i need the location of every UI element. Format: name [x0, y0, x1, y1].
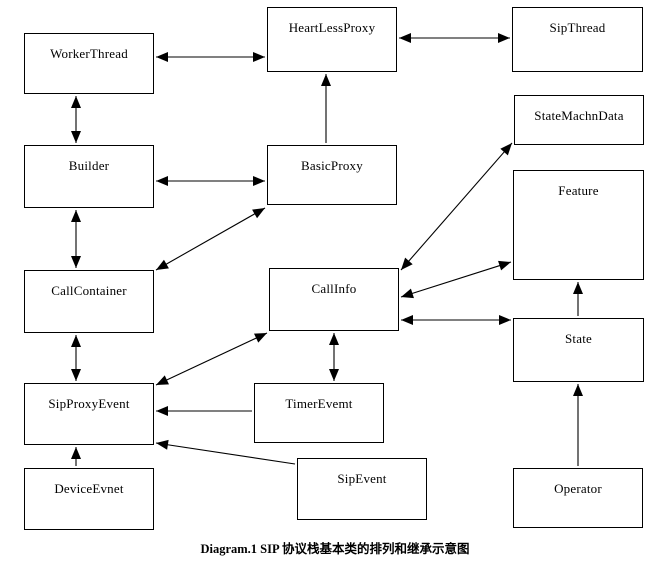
node-worker-thread[interactable]: WorkerThread [24, 33, 154, 94]
node-call-container[interactable]: CallContainer [24, 270, 154, 333]
node-label: WorkerThread [50, 46, 128, 61]
arrowhead [71, 369, 81, 381]
node-sip-thread[interactable]: SipThread [512, 7, 643, 72]
edge-line [155, 332, 268, 386]
edge-line [400, 142, 513, 271]
node-sip-event[interactable]: SipEvent [297, 458, 427, 520]
edge-basic-proxy-to-heartless-proxy [321, 74, 331, 143]
arrowhead [156, 259, 169, 270]
edge-worker-thread-to-heartless-proxy [156, 52, 265, 62]
edge-sip-proxy-event-to-call-info [155, 332, 268, 386]
node-label: Feature [558, 183, 599, 198]
arrowhead [321, 74, 331, 86]
edge-call-info-to-state-machn-data [400, 142, 513, 271]
node-timer-evemt[interactable]: TimerEvemt [254, 383, 384, 443]
arrowhead [499, 315, 511, 325]
node-basic-proxy[interactable]: BasicProxy [267, 145, 397, 205]
node-label: CallContainer [51, 283, 127, 298]
edge-line [155, 207, 266, 271]
arrowhead [156, 52, 168, 62]
arrowhead [329, 369, 339, 381]
arrowhead [254, 333, 267, 343]
arrowhead [71, 210, 81, 222]
node-sip-proxy-event[interactable]: SipProxyEvent [24, 383, 154, 445]
node-state-machn-data[interactable]: StateMachnData [514, 95, 644, 145]
node-label: SipProxyEvent [48, 396, 130, 411]
arrowhead [71, 131, 81, 143]
node-label: SipThread [549, 20, 606, 35]
node-label: Builder [68, 158, 110, 173]
node-device-evnet[interactable]: DeviceEvnet [24, 468, 154, 530]
arrowhead [156, 406, 168, 416]
node-label: BasicProxy [301, 158, 363, 173]
edge-heartless-proxy-to-sip-thread [399, 33, 510, 43]
arrowhead [71, 335, 81, 347]
arrowhead [500, 143, 512, 156]
edge-device-evnet-to-sip-proxy-event [71, 447, 81, 466]
arrowhead [156, 375, 169, 385]
edge-call-info-to-timer-evemt [329, 333, 339, 381]
arrowhead [401, 315, 413, 325]
arrowhead [498, 260, 511, 271]
arrowhead [71, 96, 81, 108]
arrowhead [156, 439, 169, 450]
edge-worker-thread-to-builder [71, 96, 81, 143]
edge-sip-event-to-sip-proxy-event [155, 439, 296, 465]
arrowhead [71, 447, 81, 459]
diagram-caption: Diagram.1 SIP 协议栈基本类的排列和继承示意图 [200, 542, 470, 556]
arrowhead [498, 33, 510, 43]
arrowhead [401, 257, 413, 270]
node-label: TimerEvemt [285, 396, 353, 411]
node-feature[interactable]: Feature [513, 170, 644, 280]
node-label: State [565, 331, 592, 346]
arrowhead [401, 288, 414, 299]
node-builder[interactable]: Builder [24, 145, 154, 208]
edge-operator-to-state [573, 384, 583, 466]
arrowhead [399, 33, 411, 43]
edge-builder-to-call-container [71, 210, 81, 268]
edge-state-to-feature [573, 282, 583, 316]
node-label: CallInfo [311, 281, 357, 296]
edge-call-info-to-state [401, 315, 511, 325]
edge-timer-evemt-to-sip-proxy-event [156, 406, 252, 416]
arrowhead [573, 384, 583, 396]
node-label: SipEvent [337, 471, 387, 486]
node-label: StateMachnData [534, 108, 624, 123]
edge-builder-to-basic-proxy [156, 176, 265, 186]
node-label: HeartLessProxy [288, 20, 376, 35]
arrowhead [252, 208, 265, 219]
arrowhead [253, 176, 265, 186]
node-heartless-proxy[interactable]: HeartLessProxy [267, 7, 397, 72]
edge-line [400, 261, 512, 298]
node-label: Operator [554, 481, 602, 496]
node-label: DeviceEvnet [54, 481, 124, 496]
arrowhead [253, 52, 265, 62]
edge-call-container-to-sip-proxy-event [71, 335, 81, 381]
arrowhead [71, 256, 81, 268]
arrowhead [156, 176, 168, 186]
edge-line [155, 442, 296, 465]
node-call-info[interactable]: CallInfo [269, 268, 399, 331]
node-operator[interactable]: Operator [513, 468, 643, 528]
node-state[interactable]: State [513, 318, 644, 382]
edge-call-info-to-feature [400, 260, 512, 299]
edge-call-container-to-basic-proxy [155, 207, 266, 271]
arrowhead [573, 282, 583, 294]
arrowhead [329, 333, 339, 345]
